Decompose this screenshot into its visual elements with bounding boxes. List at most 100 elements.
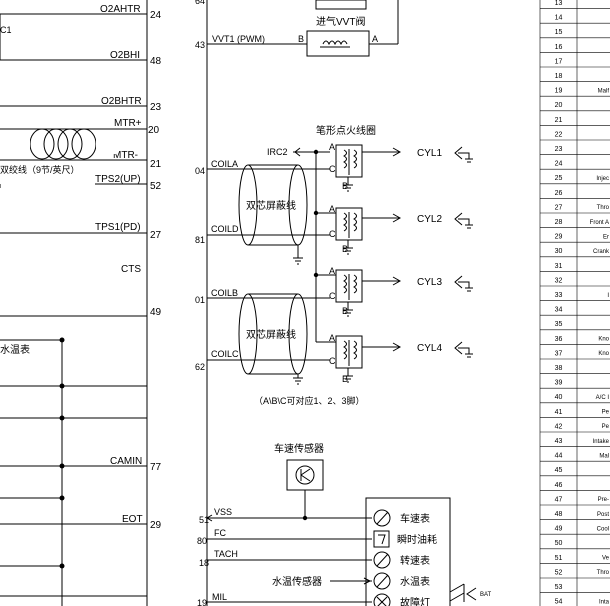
- pin-48: 48: [150, 56, 162, 67]
- gauge-tachometer: 转速表: [400, 554, 430, 567]
- label-cyl3: CYL3: [417, 277, 442, 288]
- table-row-desc: Kno: [598, 351, 609, 357]
- label-coilb: COILB: [211, 288, 238, 298]
- label-coila: COILA: [211, 159, 238, 169]
- table-row-number: 50: [555, 540, 563, 547]
- coil-1: [335, 144, 400, 192]
- table-row-desc: Inta: [599, 599, 610, 605]
- table-row-desc: Thro: [597, 570, 610, 576]
- table-row-number: 15: [555, 29, 563, 36]
- coil1-pin-b: B: [342, 181, 348, 191]
- table-row-number: 44: [555, 453, 563, 460]
- table-row-number: 28: [555, 219, 563, 226]
- label-eot: EOT: [122, 514, 143, 525]
- table-row-number: 40: [555, 394, 563, 401]
- shielded-cable-1: [238, 164, 308, 265]
- table-row-desc: Thro: [597, 205, 610, 211]
- pin-18: 18: [199, 558, 209, 568]
- table-row-number: 43: [555, 438, 563, 445]
- label-tps1: TPS1(PD): [95, 222, 141, 233]
- label-camin: CAMIN: [110, 456, 142, 467]
- label-mil: MIL: [212, 592, 227, 602]
- coil4-pin-a: A: [329, 333, 335, 343]
- label-bat: BAT: [480, 592, 492, 598]
- pin-62: 62: [195, 362, 205, 372]
- table-row-number: 45: [555, 467, 563, 474]
- table-row-number: 30: [555, 248, 563, 255]
- table-row-number: 26: [555, 190, 563, 197]
- coil1-pin-c: C: [329, 164, 336, 174]
- table-row-number: 41: [555, 409, 563, 416]
- gauge-mil-lamp: 故障灯: [400, 596, 430, 606]
- coil4-pin-c: C: [329, 356, 336, 366]
- table-row-desc: Pe: [602, 410, 610, 416]
- table-row-desc: Mal: [599, 453, 609, 459]
- twisted-pair-coils: [0, 128, 116, 160]
- pin-24: 24: [150, 10, 162, 21]
- label-tach: TACH: [214, 549, 238, 559]
- pin-29: 29: [150, 520, 162, 531]
- pin-64: 64: [195, 0, 205, 6]
- pin-52: 52: [150, 181, 162, 192]
- pin-19: 19: [197, 598, 207, 606]
- table-row-number: 35: [555, 321, 563, 328]
- table-row-desc: Intake: [593, 439, 610, 445]
- table-row-number: 39: [555, 380, 563, 387]
- table-row-number: 31: [555, 263, 563, 270]
- table-row-number: 24: [555, 161, 563, 168]
- table-row-number: 32: [555, 277, 563, 284]
- table-row-number: 16: [555, 44, 563, 51]
- table-row-number: 46: [555, 482, 563, 489]
- label-o2bhi: O2BHI: [110, 50, 140, 61]
- table-row-number: 17: [555, 58, 563, 65]
- label-coild: COILD: [211, 224, 239, 234]
- coil-2: [335, 207, 400, 255]
- table-row-number: 18: [555, 73, 563, 80]
- label-speed-sensor: 车速传感器: [274, 442, 324, 455]
- table-row-desc: Malf: [598, 88, 610, 94]
- coil-4: [335, 335, 400, 383]
- coil4-pin-b: B: [342, 374, 348, 384]
- table-row-number: 25: [555, 175, 563, 182]
- coil-3: [335, 269, 400, 317]
- table-row-number: 51: [555, 555, 563, 562]
- label-o2bhtr: O2BHTR: [101, 96, 142, 107]
- pin-04: 04: [195, 166, 205, 176]
- label-o2ahtr: O2AHTR: [100, 4, 141, 15]
- table-row-desc: A/C I: [596, 395, 610, 401]
- table-row-number: 13: [555, 0, 563, 7]
- vvt-solenoid: [306, 30, 370, 57]
- coil2-pin-c: C: [329, 229, 336, 239]
- coil3-pin-b: B: [342, 306, 348, 316]
- table-row-number: 37: [555, 350, 563, 357]
- label-cts: CTS: [121, 264, 141, 275]
- table-row-desc: Pre-: [598, 497, 609, 503]
- gauge-speedometer: 车速表: [400, 512, 430, 525]
- table-row-number: 19: [555, 88, 563, 95]
- table-row-number: 48: [555, 511, 563, 518]
- label-vvt-valve: 进气VVT阀: [316, 15, 365, 28]
- table-row-desc: Post: [597, 512, 609, 518]
- label-shield-2: 双芯屏蔽线: [246, 328, 296, 341]
- gauge-fuel-consumption: 瞬时油耗: [397, 533, 437, 546]
- label-shield-1: 双芯屏蔽线: [246, 199, 296, 212]
- table-row-number: 23: [555, 146, 563, 153]
- label-mtr-plus: MTR+: [114, 118, 142, 129]
- label-temp-sensor: 水温传感器: [272, 575, 322, 588]
- table-row-number: 34: [555, 307, 563, 314]
- table-row-number: 42: [555, 423, 563, 430]
- vvt-pin-b: B: [298, 34, 304, 44]
- table-row-number: 33: [555, 292, 563, 299]
- table-row-desc: Cool: [597, 526, 609, 532]
- table-row-desc: Injec: [596, 176, 609, 182]
- table-row-desc: Ve: [602, 556, 610, 562]
- middle-connector-panel: 64 进气VVT阀 VVT1 (PWM) 43 B A 笔形点火线圈 IRC2 …: [195, 0, 492, 606]
- table-row-desc: Er: [603, 234, 609, 240]
- pin-20: 20: [148, 125, 160, 136]
- label-cyl4: CYL4: [417, 343, 442, 354]
- pin-51: 51: [199, 515, 209, 525]
- table-row-number: 21: [555, 117, 563, 124]
- left-connector-panel: O2AHTR 24 C1 O2BHI 48 O2BHTR 23 MTR+ 20 …: [0, 0, 162, 606]
- pin-27: 27: [150, 230, 162, 241]
- vvt-pin-a: A: [372, 34, 378, 44]
